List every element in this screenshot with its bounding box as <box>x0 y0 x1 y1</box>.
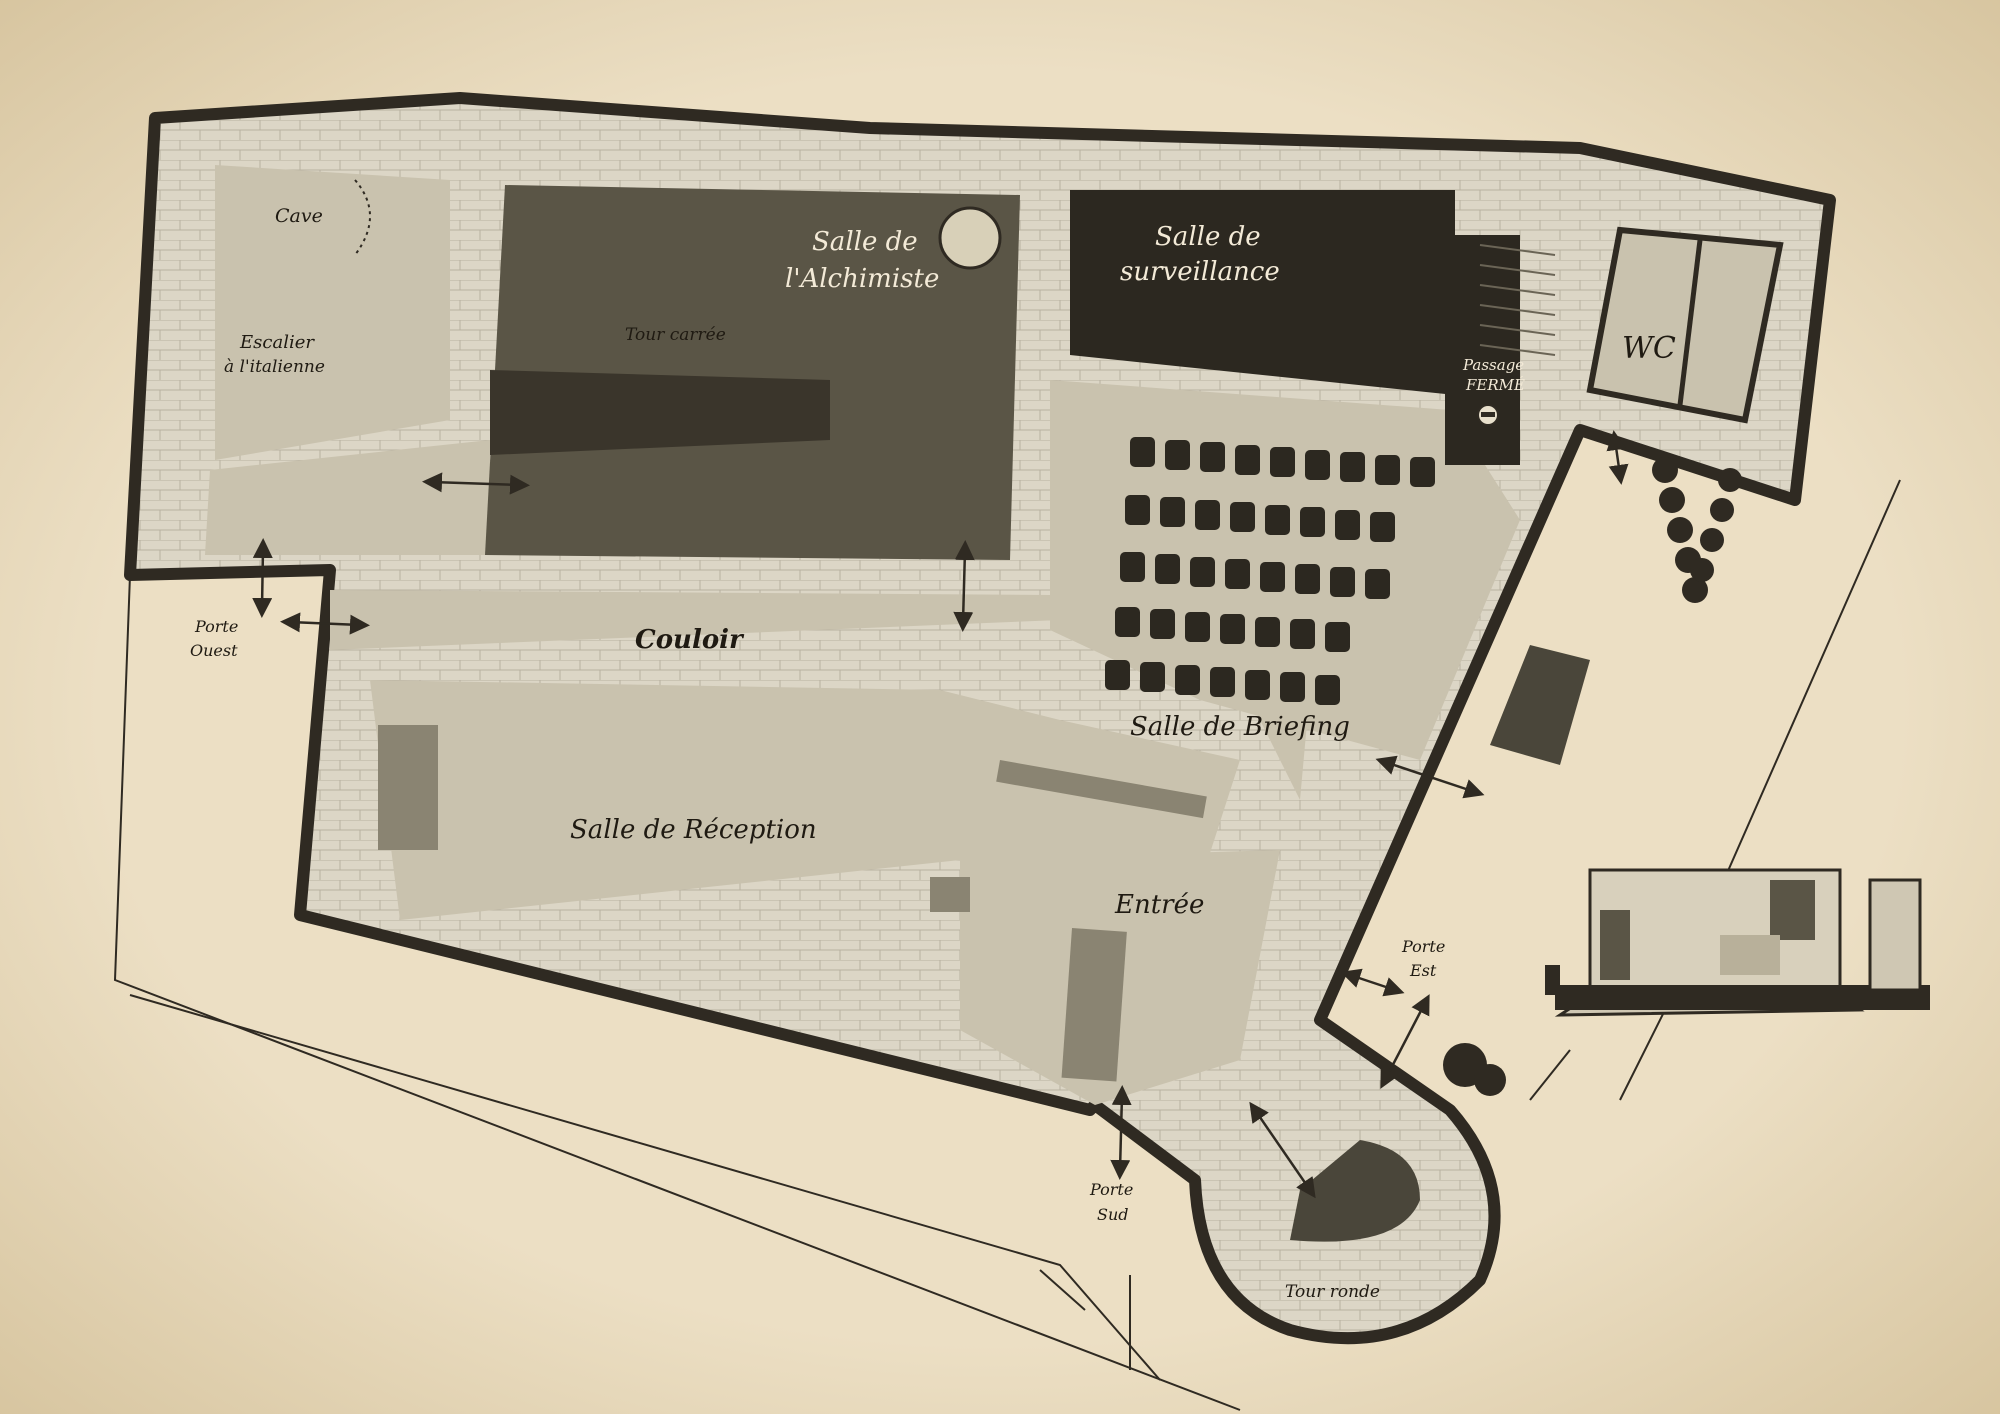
label-porte-sud-2: Sud <box>1097 1205 1129 1224</box>
label-surveillance-1: Salle de <box>1155 222 1261 252</box>
cave-door-arc <box>354 179 371 256</box>
passage-stairs <box>1479 244 1556 356</box>
alchimiste-shadow <box>490 370 830 455</box>
salle-alchimiste-room <box>485 185 1020 560</box>
label-entree: Entrée <box>1114 890 1204 920</box>
tour-ronde-stairs <box>1290 1140 1420 1242</box>
trees <box>1443 457 1742 1096</box>
reception-furniture <box>378 725 1207 1082</box>
label-passage-1: Passage <box>1462 356 1524 374</box>
no-entry-bar <box>1481 412 1495 417</box>
wc-room <box>1586 226 1784 424</box>
label-surveillance-2: surveillance <box>1120 257 1280 287</box>
label-porte-est-2: Est <box>1409 961 1437 980</box>
double-arrow-icon <box>252 430 1629 1199</box>
label-passage-2: FERMÉ <box>1465 376 1525 394</box>
label-briefing: Salle de Briefing <box>1130 712 1350 742</box>
label-wc: WC <box>1622 331 1676 366</box>
alchimiste-round-window <box>938 206 1002 270</box>
wc-partition <box>1677 239 1703 406</box>
outside-bench <box>1490 645 1590 765</box>
label-porte-ouest-1: Porte <box>194 617 238 636</box>
label-porte-ouest-2: Ouest <box>190 641 238 660</box>
label-escalier-2: à l'italienne <box>224 357 325 377</box>
label-escalier-1: Escalier <box>239 332 315 353</box>
passage-ferme-corridor <box>1445 235 1520 465</box>
label-cave: Cave <box>275 205 323 227</box>
label-alchimiste-2: l'Alchimiste <box>785 264 939 294</box>
salle-surveillance-room <box>1070 190 1455 395</box>
label-porte-est-1: Porte <box>1401 937 1445 956</box>
label-reception: Salle de Réception <box>570 815 817 845</box>
briefing-seats <box>1105 437 1435 705</box>
label-alchimiste-1: Salle de <box>812 227 918 257</box>
label-tour-ronde: Tour ronde <box>1285 1282 1380 1302</box>
label-couloir: Couloir <box>635 625 745 655</box>
label-tour-carree: Tour carrée <box>625 325 726 345</box>
section-elevation-drawing <box>1545 868 1930 1017</box>
label-porte-sud-1: Porte <box>1089 1180 1133 1199</box>
